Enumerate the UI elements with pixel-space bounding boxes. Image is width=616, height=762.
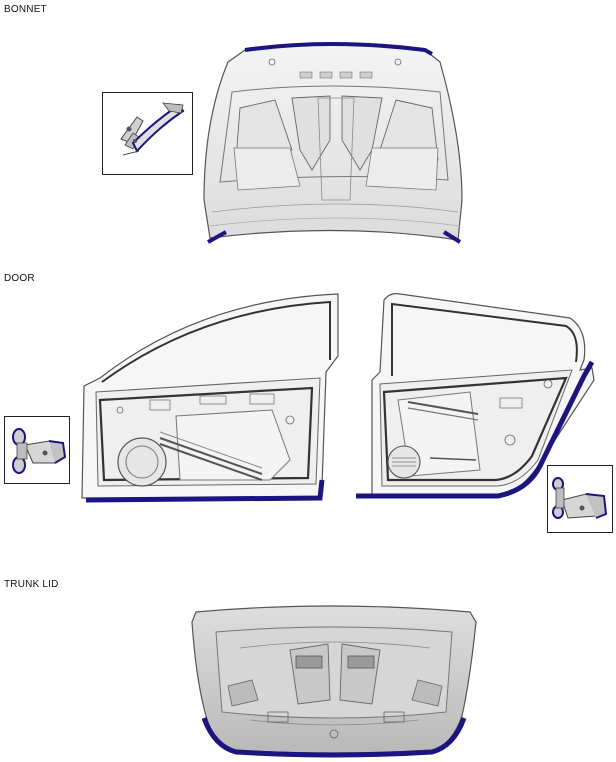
trunk-lid-section-label: TRUNK LID <box>4 579 59 590</box>
rear-door-seal-highlight <box>356 360 595 499</box>
front-door-hinge-icon <box>12 428 67 474</box>
bonnet-hinge-icon <box>120 102 185 156</box>
bonnet-section-label: BONNET <box>4 4 47 15</box>
bonnet-top-seal-highlight <box>244 42 433 56</box>
bonnet-panel <box>203 43 463 241</box>
front-door-bottom-seal-highlight <box>85 479 325 503</box>
trunk-lid-panel <box>191 605 477 754</box>
door-section-label: DOOR <box>4 273 35 284</box>
rear-door-hinge-icon <box>552 477 608 519</box>
front-door-panel <box>81 293 339 499</box>
bonnet-hinge-inset <box>102 92 193 175</box>
bonnet-right-corner-highlight <box>442 230 462 244</box>
trunk-lid-bottom-seal-highlight <box>201 717 467 758</box>
rear-door-hinge-inset <box>547 465 613 533</box>
bonnet-left-corner-highlight <box>207 230 227 244</box>
rear-door-panel <box>371 293 595 497</box>
front-door-hinge-inset <box>4 416 70 484</box>
